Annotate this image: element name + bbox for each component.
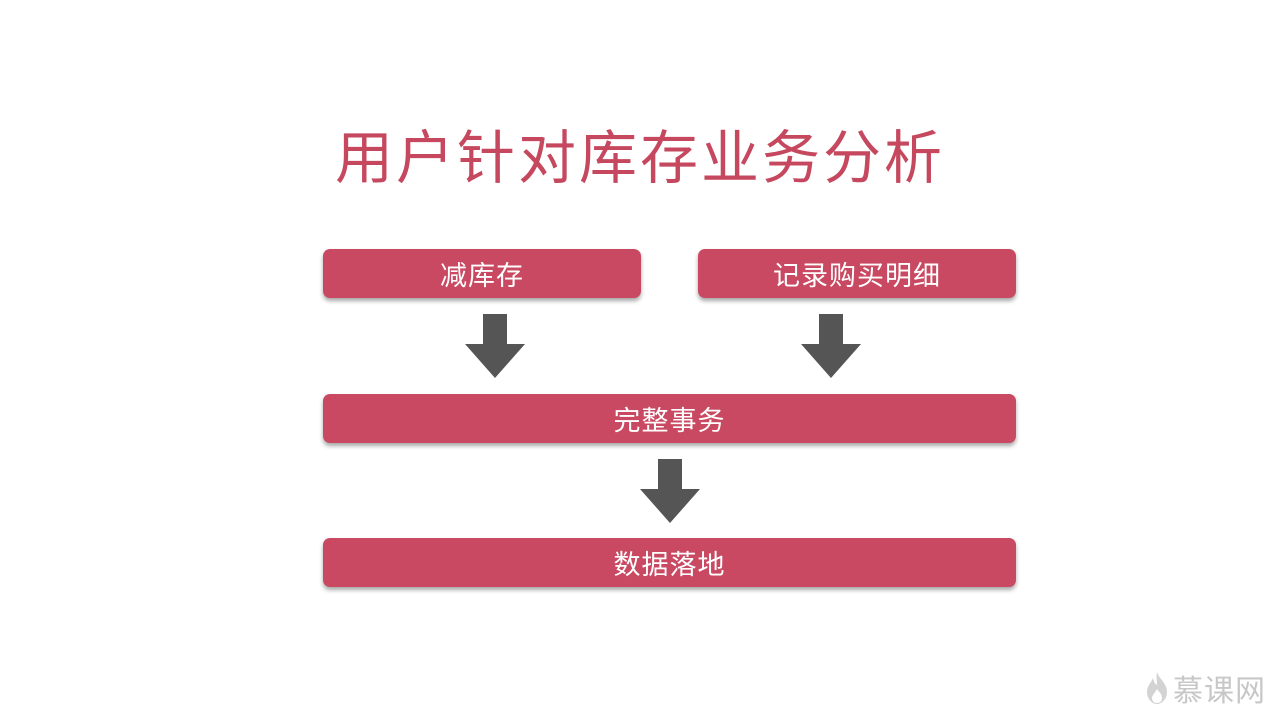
step-persist: 数据落地 — [323, 538, 1016, 587]
step-reduce-inventory: 减库存 — [323, 249, 641, 298]
down-arrow-icon — [465, 314, 525, 378]
step-transaction: 完整事务 — [323, 394, 1016, 443]
logo-text: 慕课网 — [1173, 674, 1266, 709]
down-arrow-icon — [640, 459, 700, 523]
watermark-logo: 慕课网 — [1145, 666, 1266, 710]
slide-title: 用户针对库存业务分析 — [334, 124, 945, 192]
down-arrow-icon — [801, 314, 861, 378]
step-record-purchase: 记录购买明细 — [698, 249, 1016, 298]
flame-icon — [1147, 672, 1167, 704]
